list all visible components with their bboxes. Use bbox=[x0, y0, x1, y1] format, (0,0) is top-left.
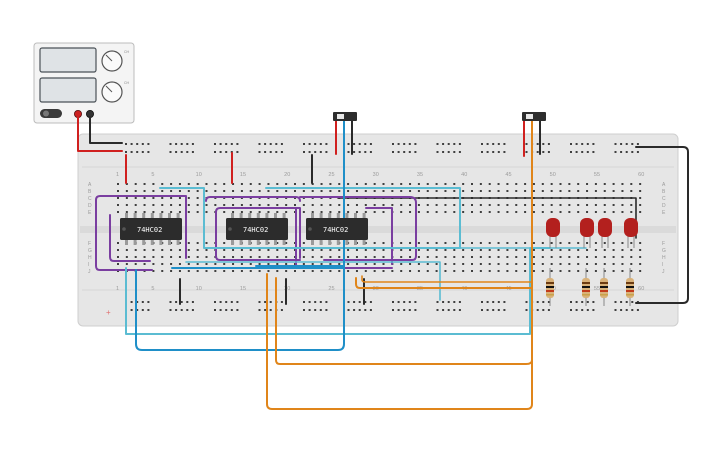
row-letter: A bbox=[88, 182, 92, 188]
column-number: 15 bbox=[240, 286, 246, 292]
led-3[interactable] bbox=[598, 218, 612, 248]
column-number: 55 bbox=[594, 286, 600, 292]
wire-black-psu[interactable] bbox=[89, 116, 123, 144]
resistor-4[interactable] bbox=[626, 268, 634, 306]
wire-orange-3[interactable] bbox=[355, 277, 533, 289]
wire-purple-3[interactable] bbox=[95, 199, 153, 271]
wire-purple-6[interactable] bbox=[205, 196, 301, 202]
wire-cyan-1[interactable] bbox=[159, 187, 461, 249]
column-number: 10 bbox=[196, 286, 202, 292]
column-number: 20 bbox=[284, 172, 290, 178]
column-number: 50 bbox=[550, 172, 556, 178]
column-number: 35 bbox=[417, 172, 423, 178]
column-number: 5 bbox=[151, 172, 154, 178]
column-number: 55 bbox=[594, 172, 600, 178]
slide-switch-2[interactable] bbox=[522, 112, 546, 121]
row-letter: G bbox=[662, 248, 666, 254]
column-number: 1 bbox=[116, 286, 119, 292]
chip-label-2: 74HC02 bbox=[243, 226, 268, 234]
wire-orange-switch-2[interactable] bbox=[266, 119, 533, 410]
wire-blue-switch-1[interactable] bbox=[135, 119, 345, 351]
row-letter: A bbox=[662, 182, 666, 188]
column-number: 30 bbox=[373, 172, 379, 178]
chip-label-3: 74HC02 bbox=[323, 226, 348, 234]
row-letter: I bbox=[662, 262, 663, 268]
row-letter: G bbox=[88, 248, 92, 254]
slide-switch-1[interactable] bbox=[333, 112, 357, 121]
resistor-2[interactable] bbox=[582, 268, 590, 306]
column-number: 60 bbox=[638, 286, 644, 292]
ic-chip-3[interactable]: 74HC02 bbox=[306, 213, 368, 245]
psu-display-voltage bbox=[39, 47, 97, 73]
column-number: 45 bbox=[505, 172, 511, 178]
wires[interactable] bbox=[77, 116, 689, 410]
row-letter: C bbox=[88, 196, 92, 202]
row-letter: J bbox=[88, 269, 91, 275]
wire-black-ground-loop[interactable] bbox=[635, 146, 689, 304]
column-number: 1 bbox=[116, 172, 119, 178]
psu-label-1: CH bbox=[124, 50, 130, 54]
led-1[interactable] bbox=[546, 218, 560, 248]
wire-orange-2[interactable] bbox=[275, 277, 533, 365]
ic-chip-1[interactable]: 74HC02 bbox=[120, 213, 182, 245]
psu-display-current bbox=[39, 77, 97, 103]
rail-mark-plus: + bbox=[106, 308, 111, 317]
wire-purple-9[interactable] bbox=[299, 196, 417, 261]
column-number: 25 bbox=[328, 172, 334, 178]
wire-purple-1[interactable] bbox=[109, 214, 151, 262]
row-letter: H bbox=[88, 255, 92, 261]
row-letter: D bbox=[88, 203, 92, 209]
row-letter: F bbox=[662, 241, 665, 247]
row-letter: D bbox=[662, 203, 666, 209]
led-4[interactable] bbox=[624, 218, 638, 248]
row-letter: E bbox=[662, 210, 666, 216]
row-letter: J bbox=[662, 269, 665, 275]
row-letter: B bbox=[88, 189, 92, 195]
row-letter: C bbox=[662, 196, 666, 202]
ic-chip-2[interactable]: 74HC02 bbox=[226, 213, 288, 245]
wire-purple-8[interactable] bbox=[365, 207, 393, 265]
column-number: 5 bbox=[151, 286, 154, 292]
row-letter: H bbox=[662, 255, 666, 261]
row-letter: B bbox=[662, 189, 666, 195]
column-number: 20 bbox=[284, 286, 290, 292]
led-2[interactable] bbox=[580, 218, 594, 248]
column-number: 40 bbox=[461, 172, 467, 178]
column-number: 15 bbox=[240, 172, 246, 178]
row-letter: I bbox=[88, 262, 89, 268]
wire-purple-5[interactable] bbox=[215, 211, 301, 261]
resistor-3[interactable] bbox=[600, 268, 608, 306]
chip-label-1: 74HC02 bbox=[137, 226, 162, 234]
row-letter: E bbox=[88, 210, 92, 216]
column-number: 25 bbox=[328, 286, 334, 292]
wire-orange-4[interactable] bbox=[361, 275, 533, 283]
resistor-1[interactable] bbox=[546, 268, 554, 306]
wire-red-psu[interactable] bbox=[77, 116, 123, 152]
column-number: 60 bbox=[638, 172, 644, 178]
psu-label-2: CH bbox=[124, 81, 130, 85]
row-letter: F bbox=[88, 241, 91, 247]
column-number: 10 bbox=[196, 172, 202, 178]
power-supply[interactable]: CH CH bbox=[33, 42, 135, 124]
wire-cyan-2[interactable] bbox=[265, 187, 461, 249]
